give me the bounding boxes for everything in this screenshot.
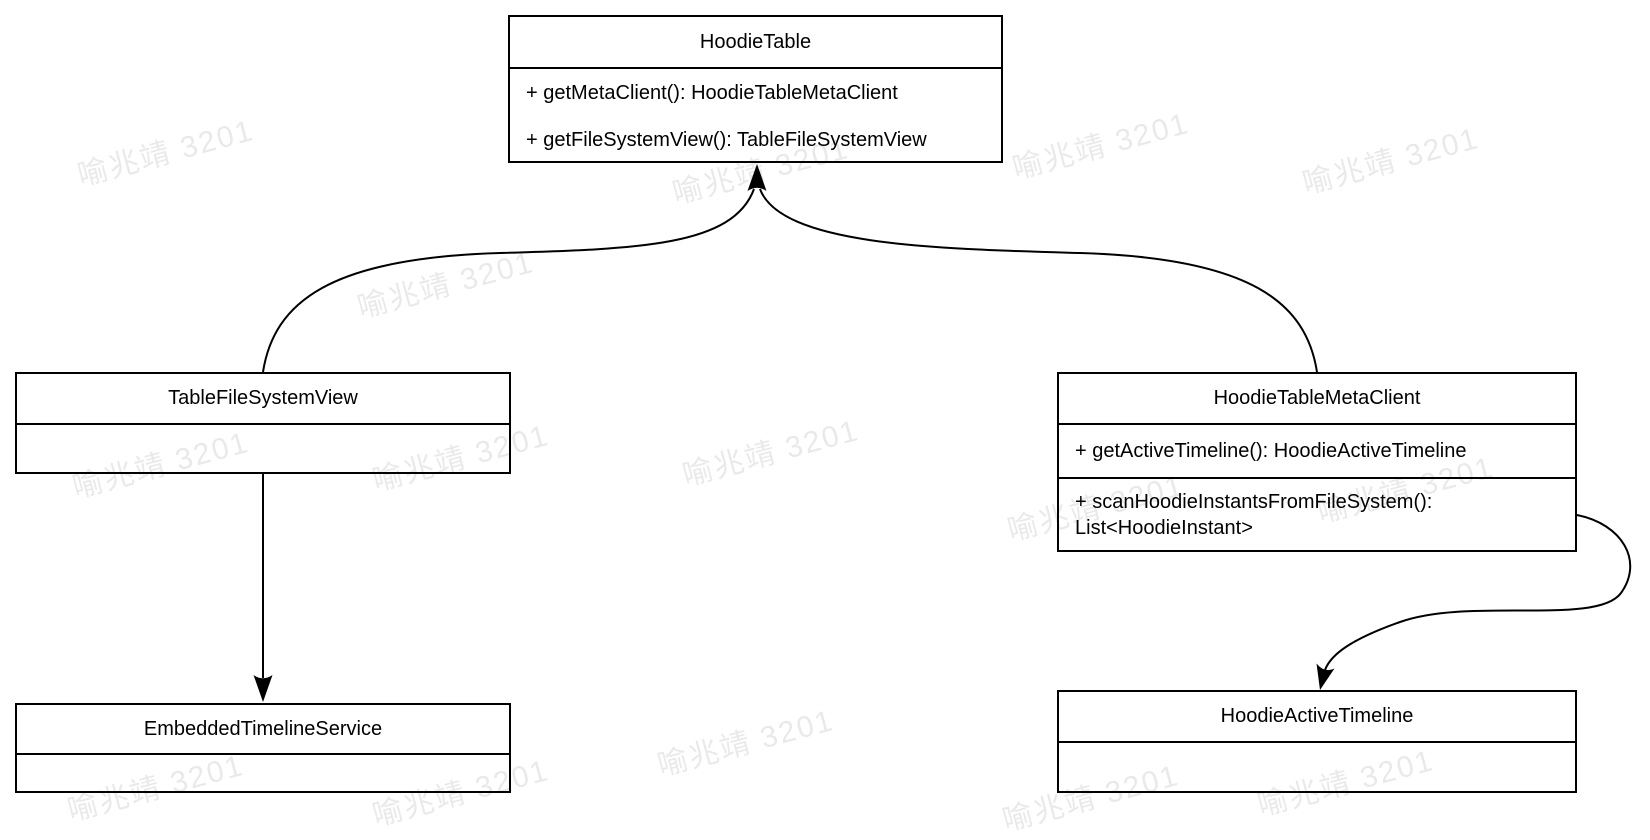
class-hoodie-table[interactable]: HoodieTable + getMetaClient(): HoodieTab… bbox=[508, 15, 1003, 163]
method-getfilesystemview: + getFileSystemView(): TableFileSystemVi… bbox=[526, 128, 927, 151]
class-title-embedded-timeline-service: EmbeddedTimelineService bbox=[17, 705, 509, 755]
class-embedded-timeline-service[interactable]: EmbeddedTimelineService bbox=[15, 703, 511, 793]
empty-compartment bbox=[17, 755, 509, 791]
arrowhead-into-hoodieactivetimeline bbox=[1316, 663, 1335, 690]
edge-hoodietablemetaclient-to-hoodieactivetimeline[interactable] bbox=[1324, 514, 1632, 671]
methods-compartment: + getActiveTimeline(): HoodieActiveTimel… bbox=[1059, 425, 1575, 477]
class-table-file-system-view[interactable]: TableFileSystemView bbox=[15, 372, 511, 474]
arrowhead-into-hoodietable bbox=[747, 164, 767, 191]
class-hoodie-table-meta-client[interactable]: HoodieTableMetaClient + getActiveTimelin… bbox=[1057, 372, 1577, 552]
class-title-table-file-system-view: TableFileSystemView bbox=[17, 374, 509, 425]
methods-compartment: + scanHoodieInstantsFromFileSystem(): Li… bbox=[1059, 477, 1575, 550]
edge-hoodietablemetaclient-to-hoodietable[interactable] bbox=[759, 188, 1318, 373]
method-getmetaclient: + getMetaClient(): HoodieTableMetaClient bbox=[526, 81, 898, 104]
class-title-hoodie-table: HoodieTable bbox=[510, 17, 1001, 69]
edge-tablefilesystemview-to-hoodietable[interactable] bbox=[262, 188, 755, 373]
class-title-hoodie-active-timeline: HoodieActiveTimeline bbox=[1059, 692, 1575, 743]
method-scanhoodieinstants: + scanHoodieInstantsFromFileSystem(): Li… bbox=[1075, 490, 1433, 539]
class-title-hoodie-table-meta-client: HoodieTableMetaClient bbox=[1059, 374, 1575, 425]
class-hoodie-active-timeline[interactable]: HoodieActiveTimeline bbox=[1057, 690, 1577, 793]
method-getactivetimeline: + getActiveTimeline(): HoodieActiveTimel… bbox=[1075, 440, 1467, 462]
edges-layer bbox=[253, 164, 1632, 702]
empty-compartment bbox=[17, 425, 509, 474]
empty-compartment bbox=[1059, 743, 1575, 791]
arrowhead-into-embeddedtimelineservice bbox=[253, 675, 273, 702]
methods-compartment: + getMetaClient(): HoodieTableMetaClient… bbox=[510, 69, 1001, 163]
